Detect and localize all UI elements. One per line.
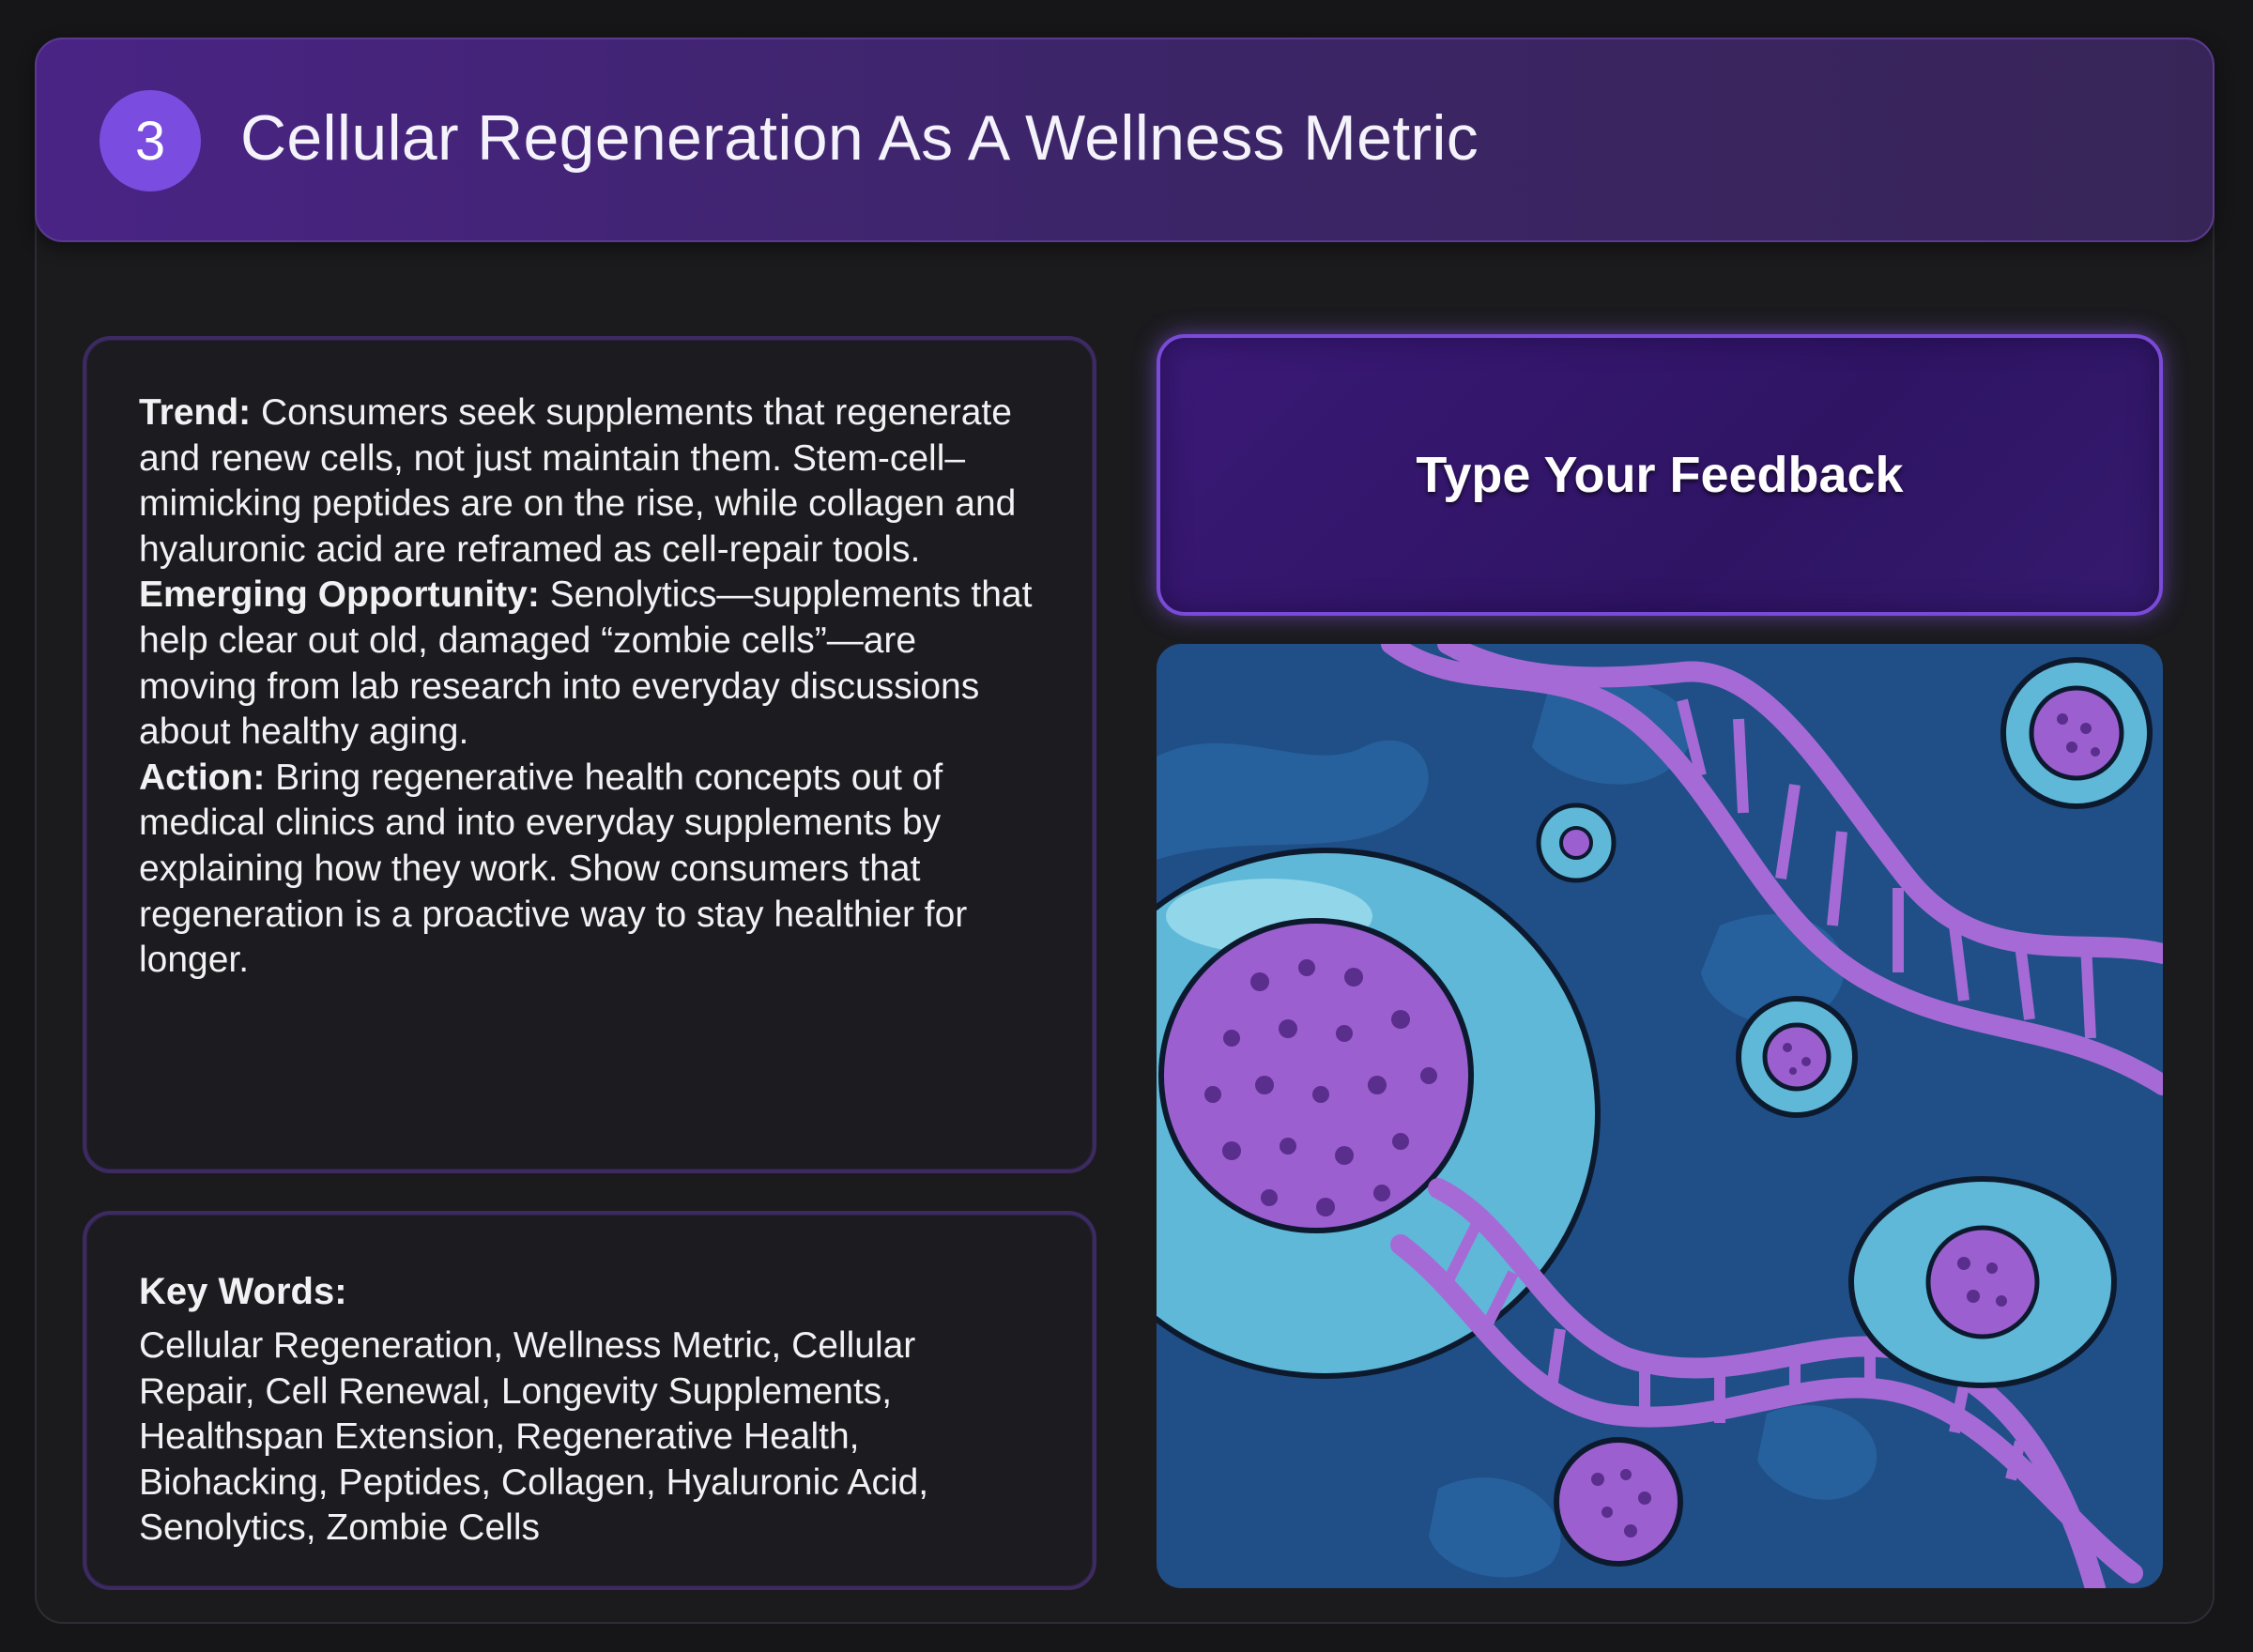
- page-title: Cellular Regeneration As A Wellness Metr…: [240, 102, 1479, 174]
- keywords-card: Key Words: Cellular Regeneration, Wellne…: [83, 1211, 1096, 1590]
- keywords-heading: Key Words:: [139, 1271, 347, 1312]
- feedback-label: Type Your Feedback: [1416, 447, 1904, 503]
- action-paragraph: Action: Bring regenerative health concep…: [139, 756, 1036, 984]
- trend-card: Trend: Consumers seek supplements that r…: [83, 336, 1096, 1173]
- type-feedback-button[interactable]: Type Your Feedback: [1157, 334, 2163, 616]
- header-bar: [35, 38, 2215, 242]
- trend-text: Consumers seek supplements that regenera…: [139, 392, 1017, 570]
- trend-label: Trend:: [139, 392, 252, 433]
- opportunity-text: Senolytics—supplements that help clear o…: [139, 574, 1033, 753]
- action-label: Action:: [139, 757, 266, 798]
- trend-paragraph: Trend: Consumers seek supplements that r…: [139, 390, 1036, 573]
- illustration-svg: [1157, 644, 2163, 1588]
- cells-dna-illustration: [1157, 644, 2163, 1588]
- opportunity-label: Emerging Opportunity:: [139, 574, 540, 616]
- cell-top-right: [2000, 657, 2153, 809]
- action-text: Bring regenerative health concepts out o…: [139, 757, 968, 981]
- cell-lower-right: [1848, 1176, 2117, 1388]
- cell-small-ring: [1536, 803, 1617, 883]
- keywords-text: Cellular Regeneration, Wellness Metric, …: [139, 1325, 929, 1549]
- large-cell: [1157, 848, 1601, 1379]
- opportunity-paragraph: Emerging Opportunity: Senolytics—supplem…: [139, 573, 1036, 755]
- cell-middle-right: [1736, 996, 1858, 1118]
- dna-strand-top: [1381, 644, 2163, 1095]
- cell-bottom: [1554, 1437, 1683, 1567]
- dna-strand-bottom: [1390, 1178, 2143, 1588]
- trend-card-body: Trend: Consumers seek supplements that r…: [139, 390, 1036, 984]
- step-number-badge: 3: [100, 90, 201, 191]
